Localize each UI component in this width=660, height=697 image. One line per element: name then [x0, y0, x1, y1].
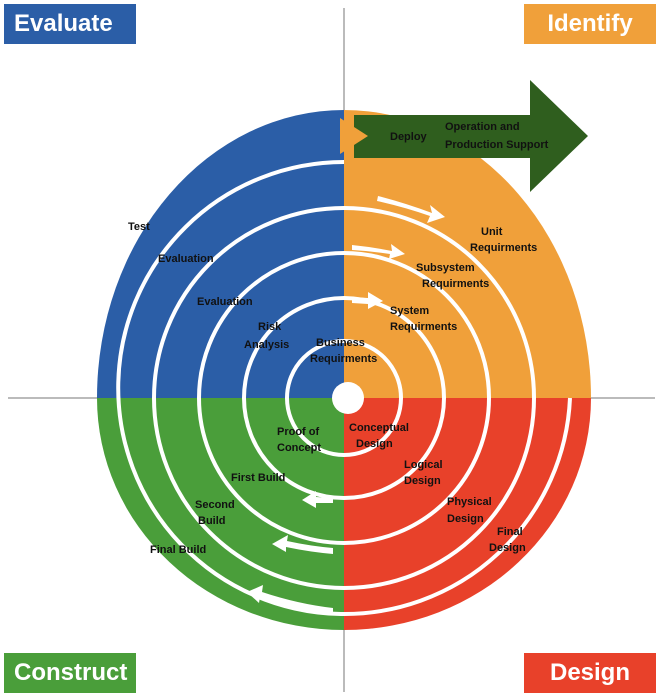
construct-quadrant-title: Construct	[4, 653, 136, 693]
spiral-ring-4	[152, 206, 536, 590]
system-label-line2: Requirments	[390, 321, 457, 333]
operation-label-line2: Production Support	[445, 139, 549, 151]
operation-label-line1: Operation and	[445, 121, 520, 133]
design-quadrant-title: Design	[524, 653, 656, 693]
spiral-ring-5	[116, 160, 572, 616]
final-design-label-line1: Final	[497, 526, 523, 538]
deploy-label: Deploy	[390, 131, 428, 143]
final-design-label-line2: Design	[489, 542, 526, 554]
spiral-ring-1	[285, 339, 403, 457]
physical-label-line2: Design	[447, 513, 484, 525]
second-build-label-line1: Second	[195, 499, 235, 511]
business-label-line2: Requirments	[310, 353, 377, 365]
evaluation-inner-label: Evaluation	[197, 296, 253, 308]
conceptual-label-line1: Conceptual	[349, 422, 409, 434]
arrow-unit	[377, 196, 445, 223]
business-label-line1: Business	[316, 337, 365, 349]
unit-label-line2: Requirments	[470, 242, 537, 254]
spiral-ring-3	[197, 251, 491, 545]
subsystem-label-line2: Requirments	[422, 278, 489, 290]
logical-label-line2: Design	[404, 475, 441, 487]
spiral-rings	[116, 160, 572, 616]
arrow-system	[352, 292, 383, 309]
direction-arrows	[247, 196, 445, 614]
risk-label-line2: Analysis	[244, 339, 289, 351]
deploy-arrow-notch	[340, 118, 368, 154]
deploy-arrow	[354, 80, 588, 192]
risk-label-line1: Risk	[258, 321, 282, 333]
spiral-ring-2	[242, 296, 446, 500]
final-build-label: Final Build	[150, 544, 206, 556]
conceptual-label-line2: Design	[356, 438, 393, 450]
physical-label-line1: Physical	[447, 496, 492, 508]
identify-quadrant-title: Identify	[524, 4, 656, 44]
arrow-second-build	[272, 535, 333, 554]
arrow-final-build	[247, 585, 333, 614]
test-label: Test	[128, 221, 150, 233]
subsystem-label-line1: Subsystem	[416, 262, 475, 274]
proof-label-line1: Proof of	[277, 426, 319, 438]
arrow-first-build	[302, 491, 333, 508]
arrow-subsystem	[352, 244, 405, 259]
logical-label-line1: Logical	[404, 459, 443, 471]
unit-label-line1: Unit	[481, 226, 503, 238]
first-build-label: First Build	[231, 472, 285, 484]
spiral-center-hole	[332, 382, 364, 414]
system-label-line1: System	[390, 305, 429, 317]
proof-label-line2: Concept	[277, 442, 321, 454]
construct-sector	[97, 398, 344, 630]
evaluation-outer-label: Evaluation	[158, 253, 214, 265]
evaluate-quadrant-title: Evaluate	[4, 4, 136, 44]
second-build-label-line2: Build	[198, 515, 226, 527]
design-sector	[344, 398, 591, 630]
